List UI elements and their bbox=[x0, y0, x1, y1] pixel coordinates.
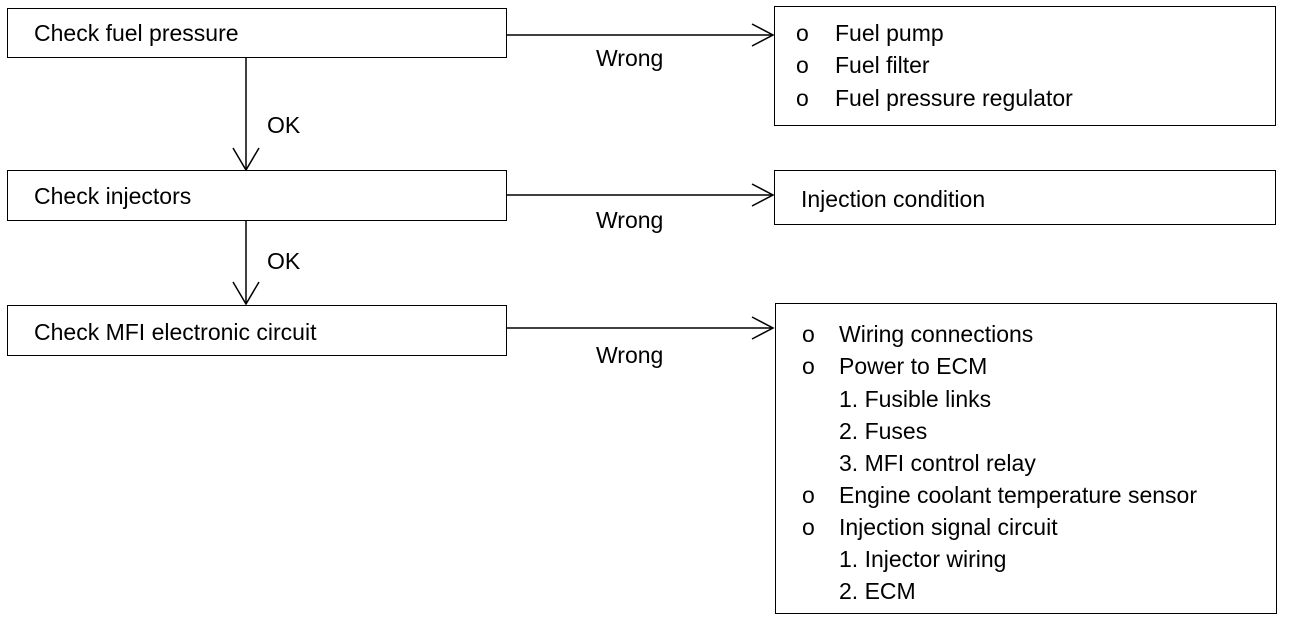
result-injectors-box: Injection condition bbox=[774, 170, 1276, 225]
wrong-label: Wrong bbox=[596, 45, 664, 71]
step-check-injectors: Check injectors bbox=[7, 170, 507, 221]
result-item: Fuel filter bbox=[835, 52, 930, 78]
result-fuel-box: o Fuel pump o Fuel filter o Fuel pressur… bbox=[774, 6, 1276, 126]
bullet-icon: o bbox=[802, 482, 815, 508]
result-item: Engine coolant temperature sensor bbox=[839, 482, 1197, 508]
result-circuit-box: o Wiring connections o Power to ECM 1. F… bbox=[775, 303, 1277, 614]
bullet-icon: o bbox=[796, 52, 809, 78]
result-subitem: 2. ECM bbox=[839, 578, 916, 604]
step-check-fuel-pressure: Check fuel pressure bbox=[7, 8, 507, 58]
result-subitem: 1. Injector wiring bbox=[839, 546, 1007, 572]
result-item: Injection signal circuit bbox=[839, 514, 1058, 540]
step-label: Check fuel pressure bbox=[34, 20, 239, 46]
result-subitem: 2. Fuses bbox=[839, 418, 928, 444]
ok-label: OK bbox=[267, 112, 301, 138]
bullet-icon: o bbox=[802, 514, 815, 540]
result-item: Fuel pump bbox=[835, 20, 944, 46]
wrong-label: Wrong bbox=[596, 342, 664, 368]
wrong-label: Wrong bbox=[596, 207, 664, 233]
step-label: Check MFI electronic circuit bbox=[34, 319, 317, 345]
bullet-icon: o bbox=[802, 353, 815, 379]
result-item: Wiring connections bbox=[839, 321, 1034, 347]
ok-label: OK bbox=[267, 248, 301, 274]
step-label: Check injectors bbox=[34, 183, 192, 209]
result-subitem: 1. Fusible links bbox=[839, 386, 992, 412]
bullet-icon: o bbox=[802, 321, 815, 347]
result-subitem: 3. MFI control relay bbox=[839, 450, 1036, 476]
result-item: Power to ECM bbox=[839, 353, 988, 379]
bullet-icon: o bbox=[796, 20, 809, 46]
result-item: Injection condition bbox=[801, 186, 986, 212]
step-check-mfi-circuit: Check MFI electronic circuit bbox=[7, 305, 507, 356]
bullet-icon: o bbox=[796, 85, 809, 111]
result-item: Fuel pressure regulator bbox=[835, 85, 1073, 111]
